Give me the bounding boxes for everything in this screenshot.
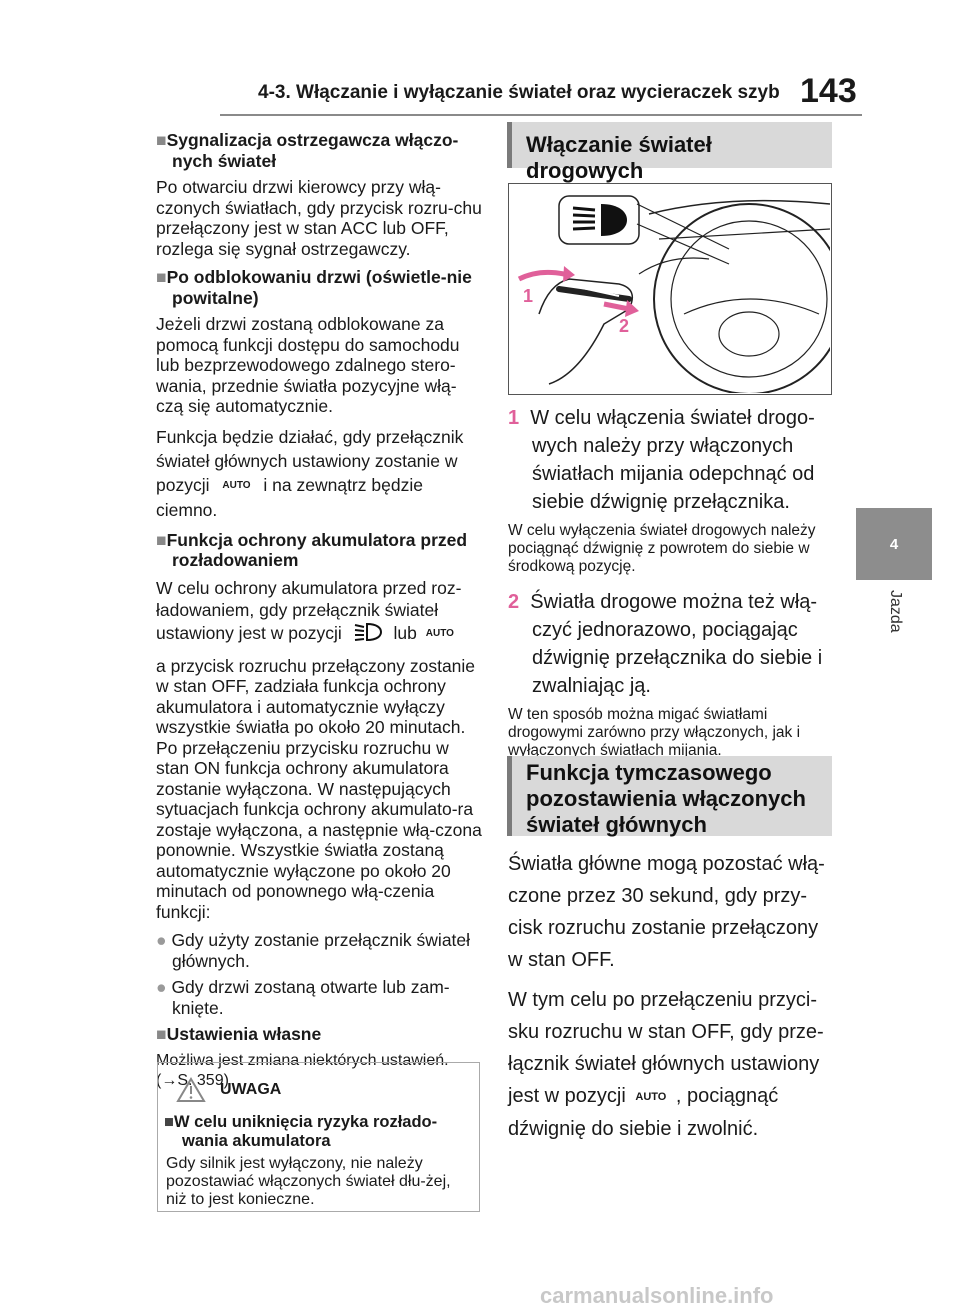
square-bullet-icon: ■ xyxy=(164,1113,174,1131)
auto-icon: AUTO xyxy=(222,479,251,491)
left-column: ■Sygnalizacja ostrzegawcza włączo-nych ś… xyxy=(156,130,482,1100)
warning-triangle-icon xyxy=(176,1077,206,1108)
running-header: 4-3. Włączanie i wyłączanie świateł oraz… xyxy=(258,82,780,103)
list-item: ● Gdy drzwi zostaną otwarte lub zam-knię… xyxy=(156,977,450,1018)
paragraph: Światła główne mogą pozostać włą-czone p… xyxy=(508,853,825,971)
auto-icon: AUTO xyxy=(425,628,454,640)
header-rule xyxy=(220,114,862,116)
square-bullet-icon: ■ xyxy=(156,1024,167,1045)
step-2: 2 Światła drogowe można też włą-czyć jed… xyxy=(508,591,823,697)
square-bullet-icon: ■ xyxy=(156,529,167,550)
circle-bullet-icon: ● xyxy=(156,977,172,998)
step-1: 1 W celu włączenia świateł drogo-wych na… xyxy=(508,407,815,513)
paragraph: W tym celu po przełączeniu przyci-sku ro… xyxy=(508,989,824,1140)
warning-box: UWAGA ■W celu uniknięcia ryzyka rozłado-… xyxy=(157,1062,480,1212)
list-item: ● Gdy użyty zostanie przełącznik świateł… xyxy=(156,930,471,971)
square-bullet-icon: ■ xyxy=(156,267,167,287)
auto-icon: AUTO xyxy=(635,1090,667,1103)
paragraph: Funkcja będzie działać, gdy przełącznik … xyxy=(156,426,464,520)
right-body: Światła główne mogą pozostać włą-czone p… xyxy=(508,848,838,1145)
footer-watermark: carmanualsonline.info xyxy=(540,1283,774,1308)
section-heading: ■Sygnalizacja ostrzegawcza włączo-nych ś… xyxy=(156,130,459,171)
paragraph: Jeżeli drzwi zostaną odblokowane za pomo… xyxy=(156,314,460,416)
headlight-icon xyxy=(353,621,383,648)
paragraph: Możliwa jest zmiana niektórych ustawień.… xyxy=(156,1051,449,1090)
section-title-high-beam: Włączanie świateł drogowych xyxy=(507,122,832,183)
section-heading: ■Ustawienia własne xyxy=(156,1024,322,1045)
chapter-tab-label: Jazda xyxy=(887,590,904,633)
headlight-lever-illustration: 1 2 xyxy=(508,183,832,395)
step-1-note: W celu wyłączenia świateł drogowych nale… xyxy=(508,522,816,575)
page-number: 143 xyxy=(800,72,857,110)
figure-label-2: 2 xyxy=(619,316,629,336)
square-bullet-icon: ■ xyxy=(156,130,167,150)
section-heading: ■Po odblokowaniu drzwi (oświetle-nie pow… xyxy=(156,267,472,308)
section-heading: ■Funkcja ochrony akumulatora przed rozła… xyxy=(156,529,468,571)
section-title-temporary-headlights: Funkcja tymczasowego pozostawienia włącz… xyxy=(507,756,832,837)
paragraph: a przycisk rozruchu przełączony zostanie… xyxy=(156,655,482,922)
warning-subtitle: ■W celu uniknięcia ryzyka rozłado-wania … xyxy=(164,1113,438,1150)
paragraph: Po otwarciu drzwi kierowcy przy włą-czon… xyxy=(156,177,482,259)
chapter-tab: 4 xyxy=(856,508,932,580)
circle-bullet-icon: ● xyxy=(156,930,172,951)
paragraph: W celu ochrony akumulatora przed roz-ład… xyxy=(156,577,482,648)
figure-label-1: 1 xyxy=(523,286,533,306)
warning-title: UWAGA xyxy=(220,1081,282,1098)
right-steps: 1 W celu włączenia świateł drogo-wych na… xyxy=(508,404,833,760)
step-2-note: W ten sposób można migać światłami drogo… xyxy=(508,706,801,759)
warning-body: Gdy silnik jest wyłączony, nie należy po… xyxy=(166,1155,451,1208)
